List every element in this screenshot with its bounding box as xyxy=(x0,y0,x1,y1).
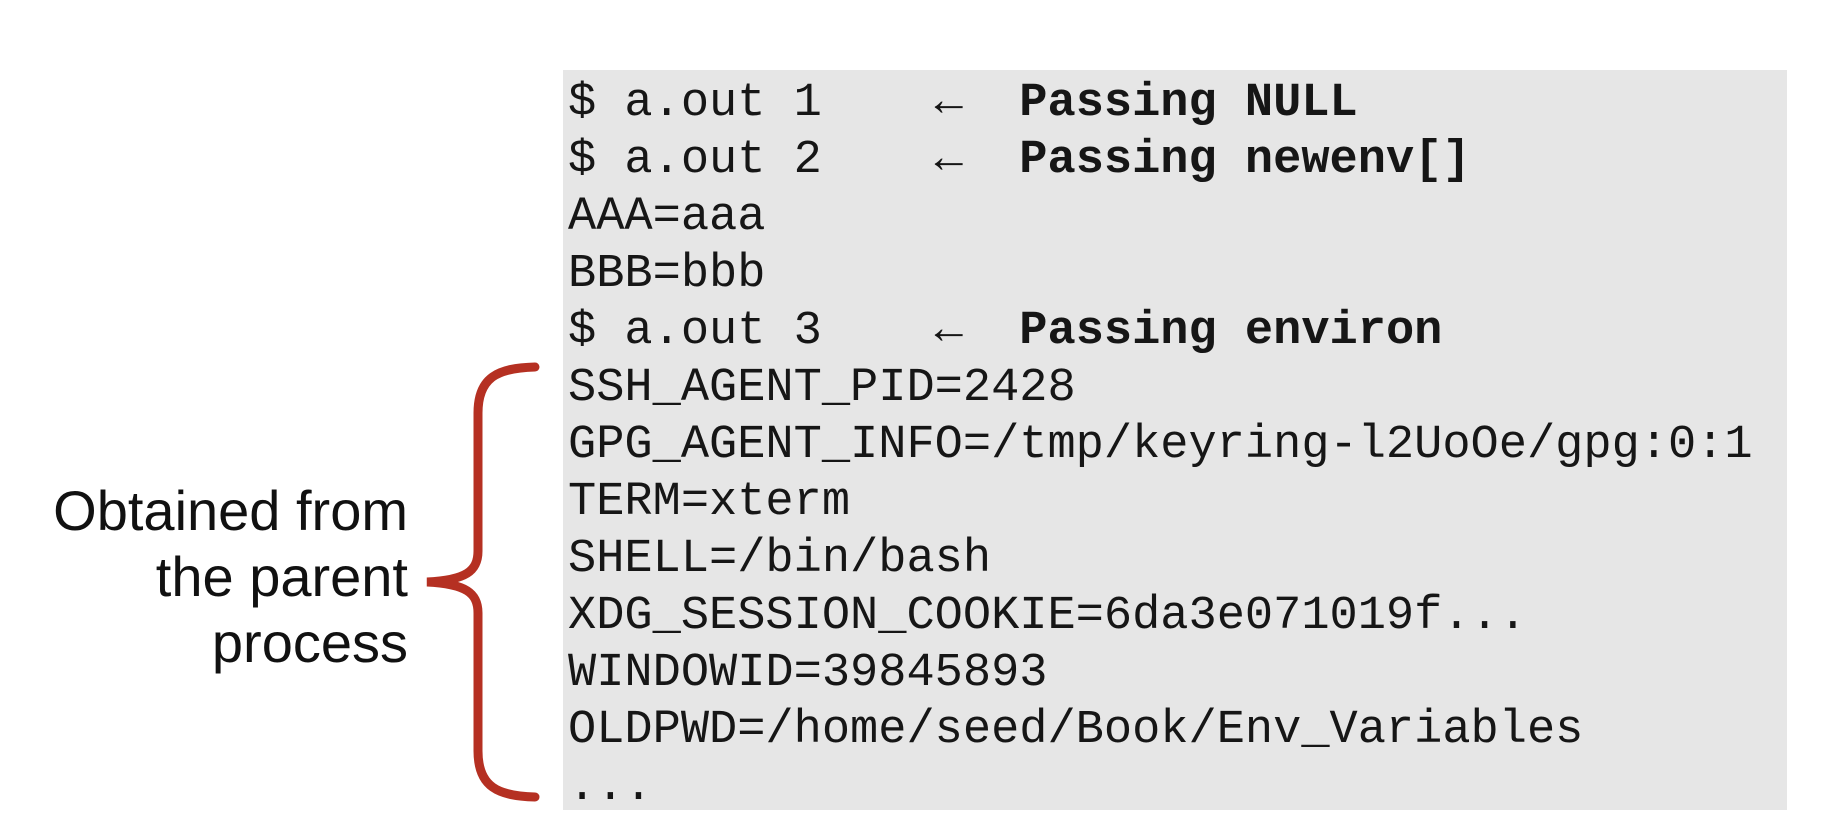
side-label: Obtained from the parent process xyxy=(40,478,408,676)
terminal-line: BBB=bbb xyxy=(568,246,1787,303)
terminal-output: $ a.out 1 ← Passing NULL $ a.out 2 ← Pas… xyxy=(563,70,1787,814)
terminal-line-code: OLDPWD=/home/seed/Book/Env_Variables xyxy=(568,704,1584,757)
curly-brace xyxy=(426,362,540,802)
terminal-line-code: $ a.out 2 xyxy=(568,134,935,187)
terminal-line-code: AAA=aaa xyxy=(568,191,766,244)
terminal-line: SSH_AGENT_PID=2428 xyxy=(568,360,1787,417)
terminal-annotation: ← Passing newenv[] xyxy=(934,134,1471,187)
side-label-line: the parent xyxy=(155,545,408,608)
terminal-line: $ a.out 2 ← Passing newenv[] xyxy=(568,132,1787,189)
terminal-line-code: $ a.out 1 xyxy=(568,77,935,130)
terminal-annotation: ← Passing NULL xyxy=(934,77,1358,130)
terminal-line: GPG_AGENT_INFO=/tmp/keyring-l2UoOe/gpg:0… xyxy=(568,417,1787,474)
terminal-line-code: SHELL=/bin/bash xyxy=(568,533,992,586)
terminal-line: XDG_SESSION_COOKIE=6da3e071019f... xyxy=(568,588,1787,645)
terminal-line: $ a.out 3 ← Passing environ xyxy=(568,303,1787,360)
side-label-line: process xyxy=(211,611,408,674)
terminal-line: OLDPWD=/home/seed/Book/Env_Variables xyxy=(568,702,1787,759)
terminal-line-code: XDG_SESSION_COOKIE=6da3e071019f... xyxy=(568,590,1527,643)
terminal-line-code: WINDOWID=39845893 xyxy=(568,647,1048,700)
terminal-line: ... xyxy=(568,759,1787,816)
terminal-line-code: SSH_AGENT_PID=2428 xyxy=(568,362,1076,415)
terminal-line: WINDOWID=39845893 xyxy=(568,645,1787,702)
terminal-annotation: ← Passing environ xyxy=(934,305,1443,358)
terminal-line: $ a.out 1 ← Passing NULL xyxy=(568,75,1787,132)
terminal-line: TERM=xterm xyxy=(568,474,1787,531)
terminal-line-code: GPG_AGENT_INFO=/tmp/keyring-l2UoOe/gpg:0… xyxy=(568,419,1753,472)
terminal-line-code: BBB=bbb xyxy=(568,248,766,301)
terminal-line-code: ... xyxy=(568,761,653,814)
terminal-line-code: $ a.out 3 xyxy=(568,305,935,358)
terminal-line: AAA=aaa xyxy=(568,189,1787,246)
terminal-line: SHELL=/bin/bash xyxy=(568,531,1787,588)
terminal-line-code: TERM=xterm xyxy=(568,476,851,529)
side-label-line: Obtained from xyxy=(53,479,408,542)
terminal-text: $ a.out 1 ← Passing NULL $ a.out 2 ← Pas… xyxy=(563,70,1787,816)
